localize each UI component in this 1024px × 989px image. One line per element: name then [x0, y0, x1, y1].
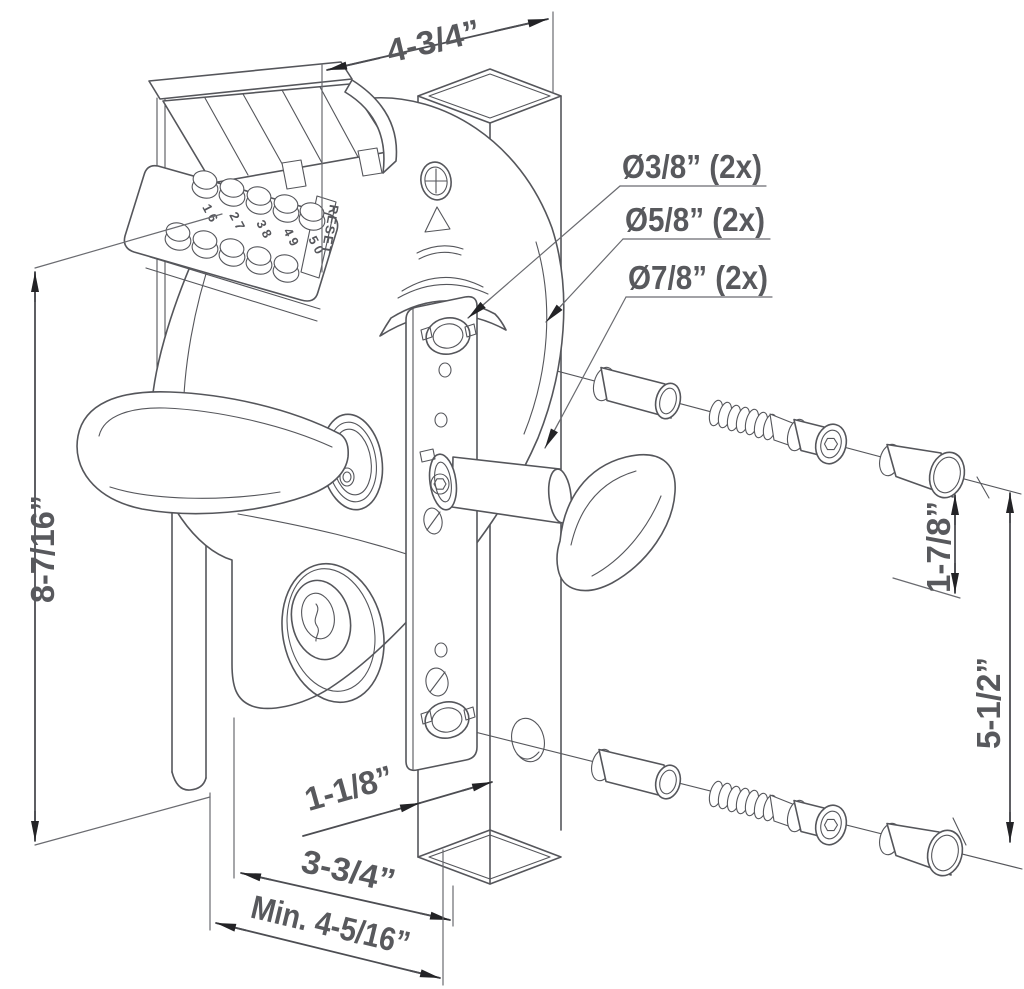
- socket-screw-top: [708, 399, 848, 465]
- keypad: 1 6 2 7 3 8 4 9 5 0 RESET: [123, 164, 342, 322]
- key-cylinder: [281, 562, 385, 704]
- plate-hole-small-2: [434, 412, 448, 428]
- fixing-hole-top: [420, 317, 477, 355]
- flip-cover: [148, 61, 398, 190]
- cap-sleeve-top: [879, 443, 966, 499]
- cap-sleeve-bottom: [879, 822, 964, 877]
- plate-hole-small-3: [434, 642, 448, 658]
- dim-left-height: 8-7/16”: [24, 213, 223, 846]
- dim-screw-offset-label: 1-7/8”: [920, 501, 957, 593]
- dim-left-height-label: 8-7/16”: [24, 495, 61, 603]
- phillips-screw: [420, 161, 452, 201]
- keypad-buttons: [164, 170, 326, 283]
- vent-slots: [397, 245, 489, 299]
- dim-screw-spacing: 5-1/2”: [970, 492, 1014, 843]
- thumbturn: [419, 448, 676, 592]
- dim-screw-offset: 1-7/8”: [892, 494, 961, 599]
- dim-top-width-label: 4-3/4”: [383, 12, 484, 70]
- fixing-hole-bottom: [420, 701, 476, 739]
- dim-handle-to-post-label: 3-3/4”: [298, 842, 399, 899]
- triangle-marker: [424, 206, 451, 233]
- callout-drill-5-8: Ø5/8” (2x): [545, 201, 771, 323]
- plate-cam-hole: [425, 667, 449, 697]
- callout-drill-3-8-label: Ø3/8” (2x): [622, 148, 762, 185]
- digit-pair-4-9: 4 9: [280, 225, 302, 248]
- dim-screw-spacing-label: 5-1/2”: [970, 657, 1007, 749]
- dim-min-clearance: Min. 4-5/16”: [209, 792, 444, 986]
- thumbturn-knob: [556, 453, 676, 592]
- socket-screw-bottom: [708, 780, 848, 846]
- callout-drill-5-8-label: Ø5/8” (2x): [625, 201, 765, 238]
- hinge-tab-right: [357, 147, 383, 177]
- spacer-sleeve-bottom: [591, 748, 682, 800]
- dim-post-width-label: 1-1/8”: [301, 758, 398, 818]
- lever-handle: [76, 391, 349, 515]
- dim-post-width: 1-1/8”: [301, 758, 493, 837]
- keyhole: [314, 603, 319, 642]
- plate-slot: [423, 507, 443, 535]
- callout-drill-7-8-label: Ø7/8” (2x): [628, 259, 768, 296]
- plate-hole-small-1: [438, 362, 452, 378]
- spacer-sleeve-top: [592, 366, 682, 420]
- reset-strip: [300, 195, 337, 279]
- post-drill-hole-bottom: [511, 717, 545, 763]
- hinge-tab-left: [281, 159, 307, 190]
- digit-pair-3-8: 3 8: [253, 217, 275, 240]
- callout-drill-7-8: Ø7/8” (2x): [544, 259, 773, 449]
- digit-pair-2-7: 2 7: [226, 209, 248, 232]
- callout-drill-3-8: Ø3/8” (2x): [467, 148, 767, 319]
- cover-side-skirt: [344, 79, 398, 174]
- mounting-plate: [405, 295, 478, 772]
